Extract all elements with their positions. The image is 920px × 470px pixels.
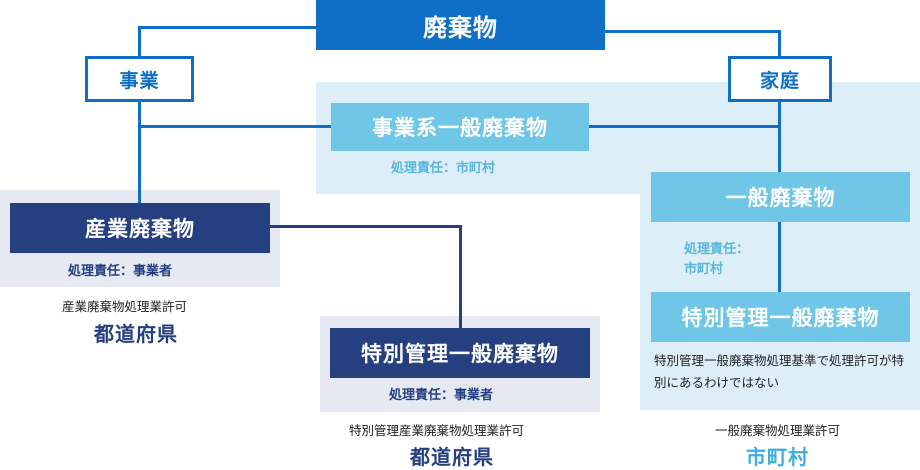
connector-household-trunk [778, 100, 781, 172]
special-industrial-license: 特別管理産業廃棄物処理業許可 [349, 423, 525, 438]
industrial-responsibility: 処理責任：事業者 [68, 264, 173, 279]
connector-general-special [778, 222, 781, 292]
root-box: 廃棄物 [316, 0, 605, 50]
special-general-box: 特別管理一般廃棄物 [651, 292, 910, 342]
industrial-box: 産業廃棄物 [10, 203, 270, 253]
connector-root-business-h [138, 26, 316, 29]
special-general-note: 特別管理一般廃棄物処理基準で処理許可が特別にあるわけではない [654, 353, 905, 390]
connector-business-trunk [138, 100, 141, 203]
connector-root-household-h [605, 30, 781, 33]
connector-business-general-right [589, 125, 781, 128]
special-industrial-responsibility: 処理責任：事業者 [389, 388, 494, 403]
connector-root-household-v [778, 30, 781, 58]
general-responsibility-line1: 処理責任： [684, 242, 750, 257]
special-general-authority: 市町村 [746, 445, 809, 469]
special-general-license: 一般廃棄物処理業許可 [715, 423, 841, 438]
business-box: 事業 [85, 56, 194, 102]
general-responsibility-line2: 市町村 [684, 262, 724, 277]
connector-business-general-left [138, 125, 331, 128]
connector-industrial-special-h [270, 225, 462, 228]
special-industrial-box: 特別管理一般廃棄物 [330, 328, 590, 378]
industrial-license: 産業廃棄物処理業許可 [62, 299, 188, 314]
household-box: 家庭 [728, 56, 832, 102]
special-industrial-authority: 都道府県 [410, 445, 494, 469]
connector-root-business-v [138, 26, 141, 58]
connector-industrial-special-v [459, 225, 462, 328]
general-box: 一般廃棄物 [651, 172, 910, 222]
business-general-box: 事業系一般廃棄物 [331, 103, 589, 151]
business-general-responsibility: 処理責任：市町村 [391, 161, 496, 176]
industrial-authority: 都道府県 [94, 322, 178, 346]
